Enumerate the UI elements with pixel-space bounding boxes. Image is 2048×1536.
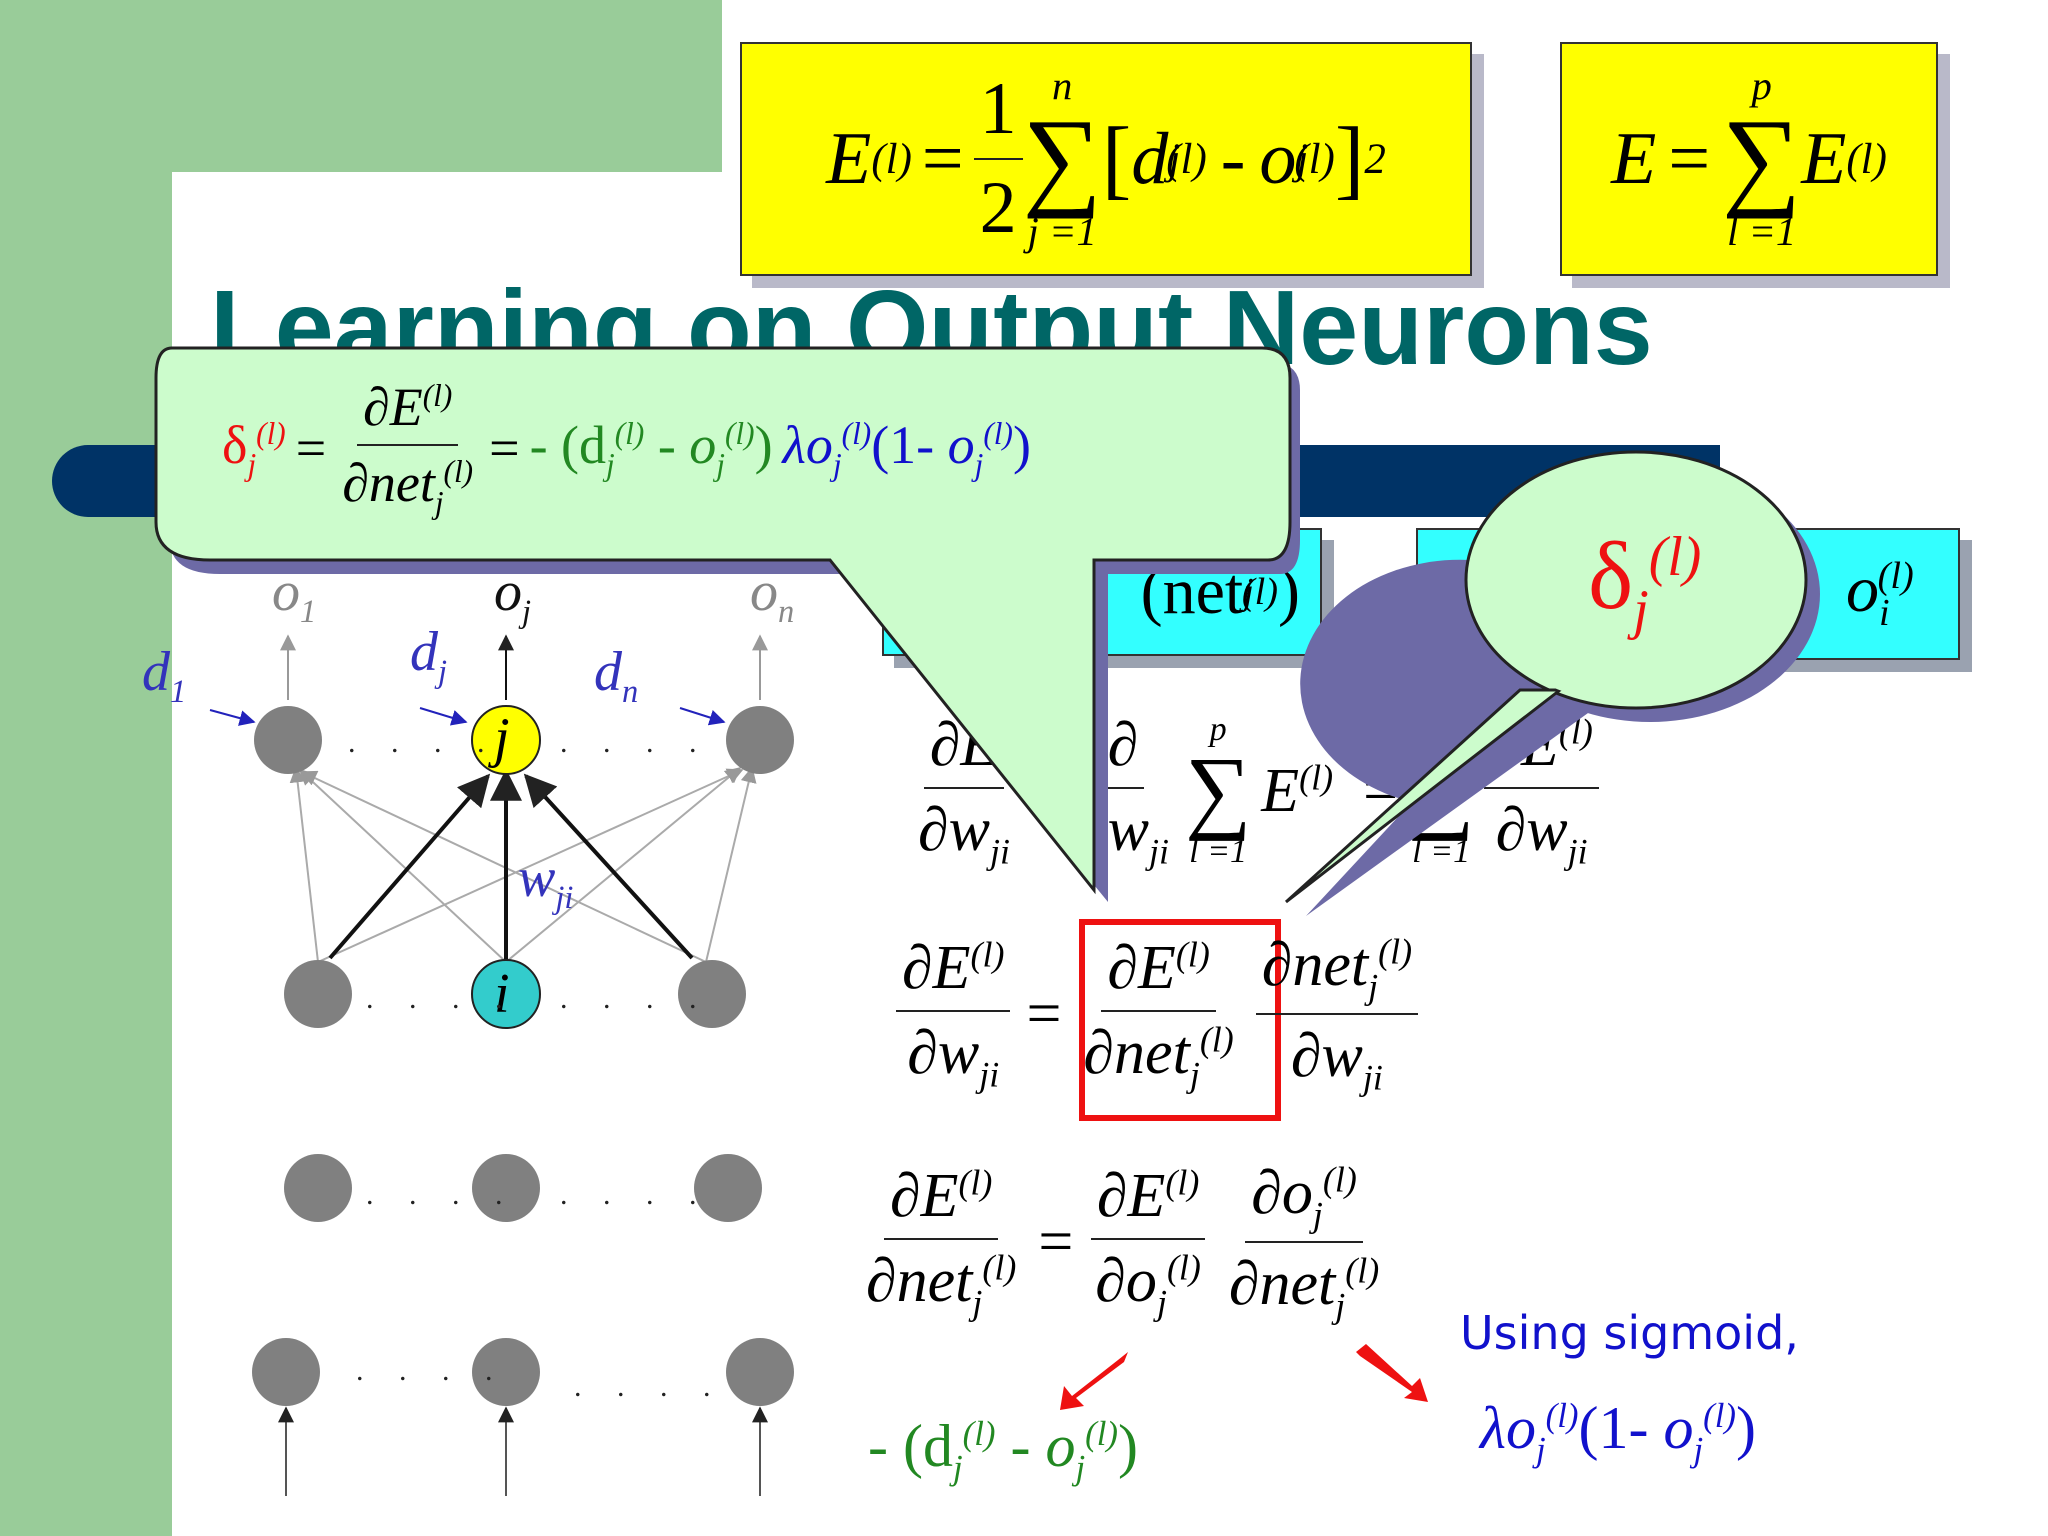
input-node-1 [252,1338,320,1406]
left-bracket: [ [1101,110,1132,208]
d-symbol: d [1131,117,1169,200]
total-eq: = [1668,117,1711,200]
d-sub: j [1168,135,1181,183]
delta-highlight-box [1079,919,1281,1121]
total-sup: (l) [1846,135,1887,183]
result-right: λoj(l)(1- oj(l)) [1480,1395,1756,1469]
o-i-sub: i [1879,592,1890,635]
chain1-rhs: ∂netj(l)∂wji [1255,930,1419,1099]
dots-row1-left: . . . . [348,726,499,759]
chain1-eq: = [1026,979,1062,1048]
dots-row3-left: . . . . [366,1178,517,1211]
o-i-symbol: o [1846,553,1879,626]
activation-sub: j [1243,571,1254,613]
o-i-sup: (l) [1877,555,1914,597]
layer3-node-1 [284,1154,352,1222]
error-eq: = [921,117,964,200]
error-sup: (l) [871,135,912,183]
grad-sum-symbol: p∑l =1 [1184,710,1252,871]
hidden-node-i [471,959,541,1029]
top-green-block [0,0,722,172]
input-node-n [726,1338,794,1406]
dots-row1-right: . . . . [560,726,711,759]
weight-label: wji [518,847,574,917]
chain-rule-2: ∂E(l)∂netj(l) = ∂E(l)∂oj(l) ∂oj(l)∂netj(… [860,1158,1385,1327]
sum-over-j: n∑j =1 [1022,62,1102,254]
o-sup: (l) [1294,135,1335,183]
sum-l-bottom: l =1 [1726,208,1797,254]
chain1-lhs: ∂E(l)∂wji [896,933,1011,1095]
sum-over-l: p∑l =1 [1722,62,1802,254]
node-j-label: j [494,707,510,769]
dots-row4-right: . . . . [574,1370,725,1403]
right-bracket: ] [1334,110,1365,208]
chain2-eq: = [1038,1207,1074,1276]
delta-derivative-term: λoj(l)(1- oj(l)) [782,415,1031,482]
power-two: 2 [1364,135,1386,183]
sum-l-top: p [1751,62,1772,108]
activation-sup: (l) [1241,571,1279,613]
input-node-mid [472,1338,540,1406]
output-node-1 [254,706,322,774]
half-num: 1 [973,67,1023,160]
hidden-node-1 [284,960,352,1028]
target-label-n: dn [594,641,639,711]
delta-fraction: ∂E(l)∂netj(l) [342,377,474,520]
target-arrows [209,707,726,726]
chain1-delta-term: ∂E(l)∂netj(l) [1083,934,1234,1095]
chain2-lhs: ∂E(l)∂netj(l) [866,1162,1017,1323]
input-arrows [278,1406,768,1496]
o-symbol: o [1259,117,1297,200]
output-node-j [471,705,541,775]
dots-row3-right: . . . . [560,1178,711,1211]
dots-row4-left: . . . . [356,1354,507,1387]
d-sup: (l) [1166,135,1207,183]
layer3-node-mid [472,1154,540,1222]
layer3-node-n [694,1154,762,1222]
o-sub: j [1296,135,1309,183]
dots-row2-left: . . . . [366,982,517,1015]
dots-row2-right: . . . . [560,982,711,1015]
hidden-node-n [678,960,746,1028]
chain2-rhs: ∂oj(l)∂netj(l) [1228,1159,1380,1326]
target-label-j: dj [410,621,448,691]
result-left: - (dj(l) - oj(l)) [868,1413,1138,1487]
delta-eq2: = [489,418,520,479]
chain-rule-1: ∂E(l)∂wji = ∂E(l)∂netj(l) ∂netj(l)∂wji [896,930,1419,1099]
error-total-box: E = p∑l =1 E(l) [1560,42,1938,276]
minus: - [1220,117,1246,200]
output-node-n [726,706,794,774]
sigmoid-note: Using sigmoid, [1460,1306,1799,1360]
node-i-label: i [494,963,510,1025]
weights-to-j [328,768,694,962]
chain2-mid: ∂E(l)∂oj(l) [1089,1161,1207,1323]
sum-bottom: j =1 [1027,208,1097,254]
delta-eq1: = [295,418,327,479]
sum-top: n [1051,62,1073,108]
o-i-term: oi(l) [1846,552,1914,635]
left-green-band [0,0,172,1536]
total-rhs-e: E [1801,117,1847,200]
nodes [252,705,794,1406]
grad-term: E(l) [1261,756,1334,825]
delta-definition: δj(l) = ∂E(l)∂netj(l) = - (dj(l) - oj(l)… [222,376,1031,521]
red-arrows [1060,1344,1428,1410]
delta-symbol: δj(l) [222,415,286,482]
delta-error-term: - (dj(l) - oj(l)) [529,415,773,482]
error-e: E [826,117,872,200]
total-e: E [1611,117,1657,200]
delta-oval-symbol: δj(l) [1588,522,1702,642]
target-label-1: d1 [142,641,187,711]
half-den: 2 [979,167,1017,249]
output-arrows [280,634,768,700]
